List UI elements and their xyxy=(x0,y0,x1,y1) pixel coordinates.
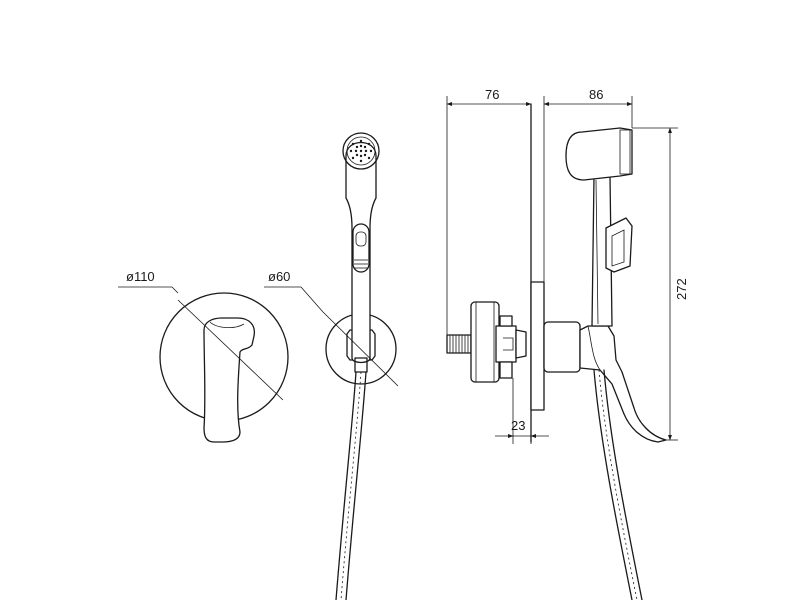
shower-head-side xyxy=(565,127,633,181)
trigger-button xyxy=(352,223,370,273)
dimension-plate-offset: 23 xyxy=(495,378,549,444)
dimension-spout-projection: 86 xyxy=(543,87,633,282)
hand-shower-front-view xyxy=(325,132,397,600)
spray-nozzles xyxy=(349,139,373,163)
spout-lever-side xyxy=(579,325,667,443)
spray-head xyxy=(342,132,380,170)
total-height-label: 272 xyxy=(674,278,689,300)
mixer-front-view xyxy=(159,292,289,443)
braided-hose-front xyxy=(335,371,357,600)
valve-depth-label: 76 xyxy=(485,87,499,102)
plate-offset-label: 23 xyxy=(511,418,525,433)
mixer-lever-handle xyxy=(203,317,256,443)
braided-hose-side xyxy=(593,369,633,600)
side-view xyxy=(446,103,667,600)
dimension-holder-diameter: ø60 xyxy=(264,269,399,387)
valve-body xyxy=(470,301,500,383)
dimension-valve-diameter: ø110 xyxy=(118,269,284,401)
dimension-total-height: 272 xyxy=(632,127,689,441)
trigger-side xyxy=(605,217,633,273)
spout-projection-label: 86 xyxy=(589,87,603,102)
dimension-valve-depth: 76 xyxy=(446,87,532,335)
wall-escutcheon-side xyxy=(530,281,545,411)
holder-diameter-label: ø60 xyxy=(268,269,290,284)
valve-diameter-label: ø110 xyxy=(126,269,155,284)
